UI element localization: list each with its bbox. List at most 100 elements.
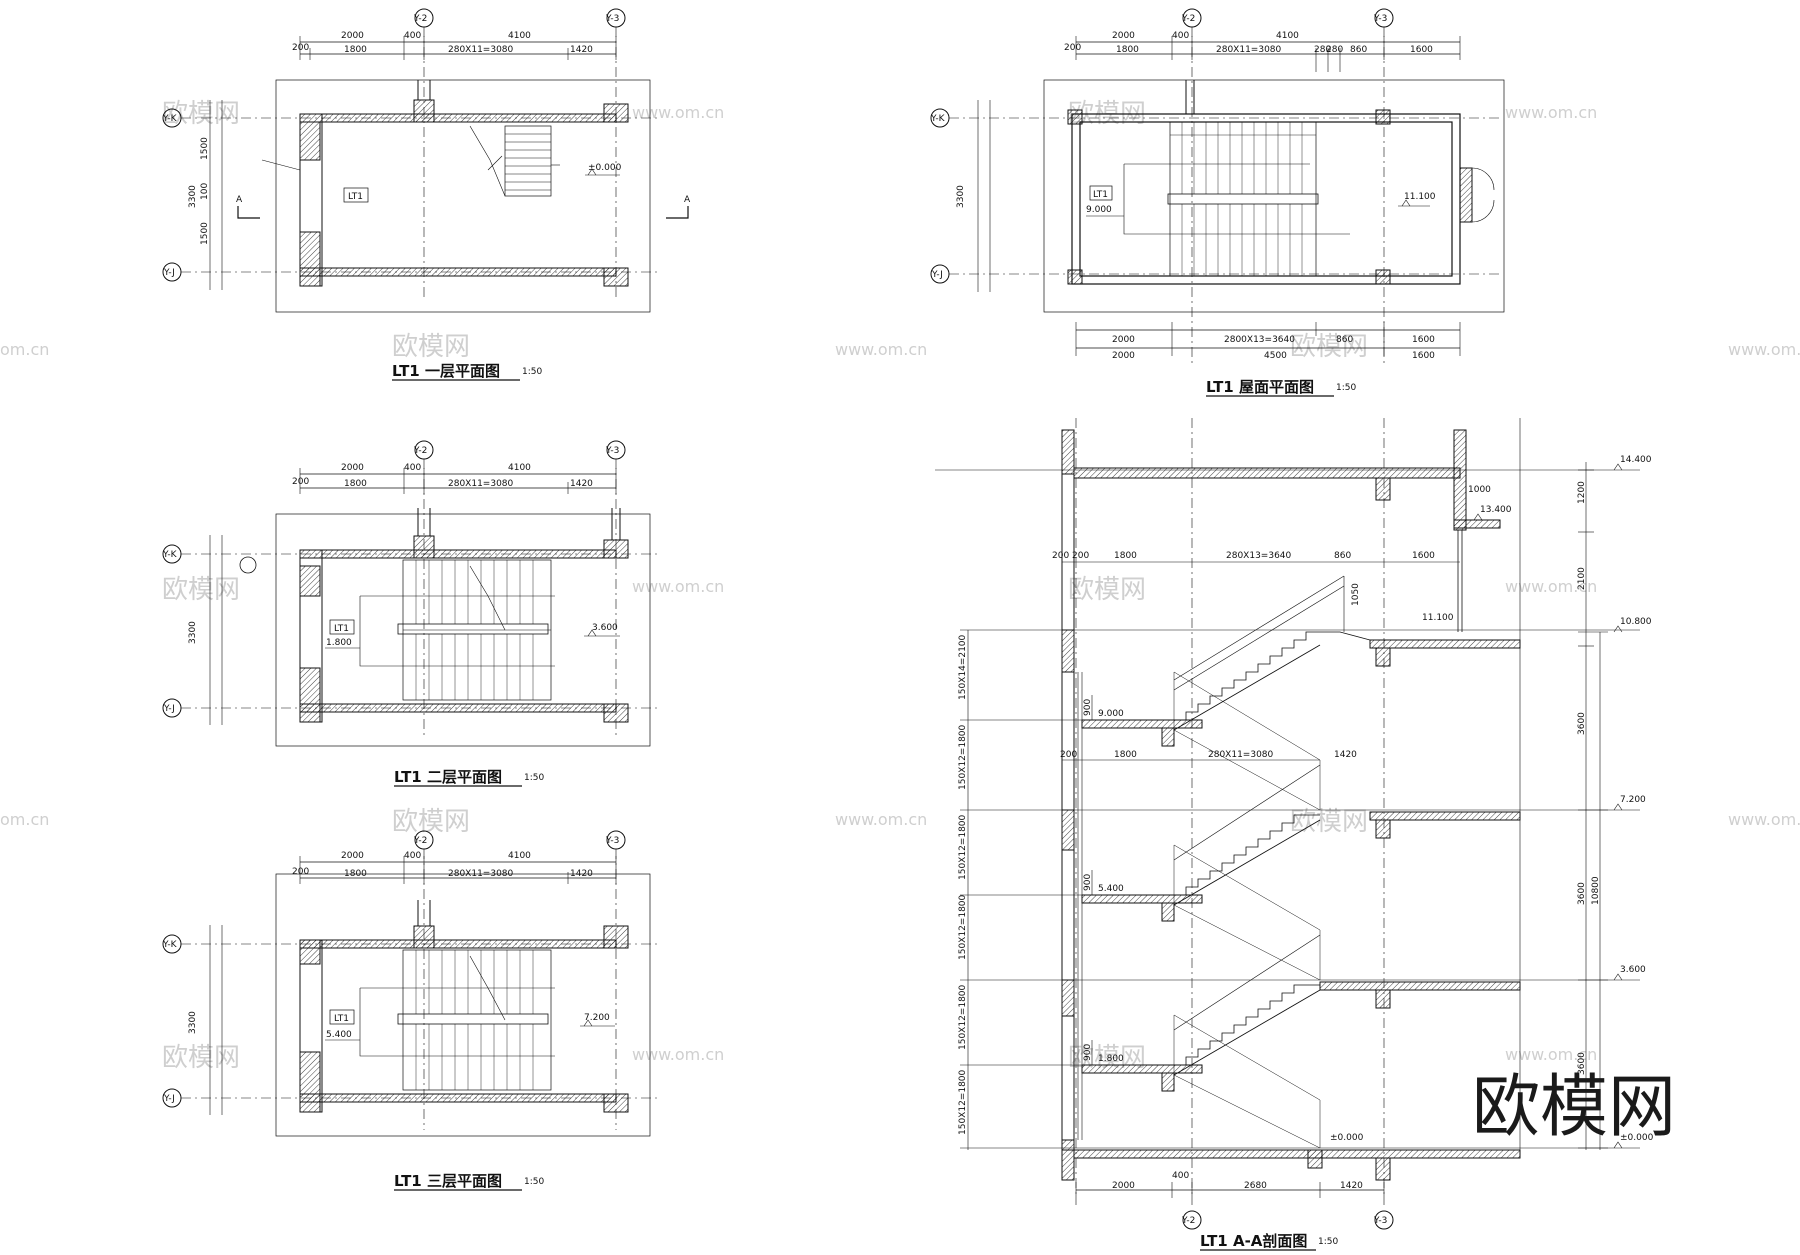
grid-label-left: Y-K [162,550,178,560]
dim-text: 3300 [188,185,198,208]
dim-text: 280X11=3080 [448,869,514,879]
dim-text: 2000 [1112,351,1135,361]
dim-text: 200 [292,867,309,877]
dim-text: 1800 [344,479,367,489]
dim-text: 10800 [1591,876,1601,905]
level-mark: 14.400 [1620,455,1652,465]
dim-text: 280X13=3640 [1226,551,1292,561]
watermark-layer: 欧模网 www.om.cn 欧模网 www.om.cn om.cn 欧模网 ww… [0,99,1800,1073]
grid-bubble [1374,1210,1394,1230]
grid-label-bottom: Y-2 [1181,1216,1195,1226]
dim-text: 1420 [570,479,593,489]
level-mark: 13.400 [1480,505,1512,515]
plan-roof-text: Y-2 Y-3 Y-K Y-J 2000 400 4100 200 1800 2… [930,14,1436,397]
watermark-url: www.om.cn [835,340,927,359]
dim-text: 860 [1336,335,1353,345]
level-mark: 11.100 [1404,192,1436,202]
dim-text: 860 [1334,551,1351,561]
grid-label-left: Y-J [163,704,175,714]
level-mark: 9.000 [1086,205,1112,215]
level-mark: 10.800 [1620,617,1652,627]
drawing-scale: 1:50 [1318,1237,1338,1247]
watermark-url: www.om.cn [632,577,724,596]
dim-text: 1420 [570,45,593,55]
watermark-url: www.om.cn [1728,340,1800,359]
dim-text: 150X12=1800 [958,814,968,880]
dim-text: 4500 [1264,351,1287,361]
dim-text: 1420 [570,869,593,879]
dim-text: 3600 [1577,712,1587,735]
grid-label-left: Y-K [930,114,946,124]
dim-text: 4100 [508,851,531,861]
level-mark: 3.600 [592,623,618,633]
dim-text: 1600 [1412,335,1435,345]
watermark-url: om.cn [0,340,49,359]
dim-text: 1600 [1412,351,1435,361]
level-mark: 7.200 [1620,795,1646,805]
room-tag: LT1 [1093,190,1108,200]
dim-text: 150X12=1800 [958,724,968,790]
room-tag: LT1 [348,192,363,202]
dim-text: 280X11=3080 [448,45,514,55]
dim-text: 1800 [1114,551,1137,561]
watermark-brand: 欧模网 [162,99,240,129]
dim-text: 280 [1314,45,1331,55]
dim-text: 3300 [188,621,198,644]
drawing-scale: 1:50 [524,1177,544,1187]
dim-text: 1600 [1412,551,1435,561]
dim-text: 150X12=1800 [958,894,968,960]
level-mark: 9.000 [1098,709,1124,719]
level-mark: ±0.000 [588,163,622,173]
watermark-url: www.om.cn [835,810,927,829]
dim-text: 280X11=3080 [1208,750,1274,760]
dim-text: 200 [1064,43,1081,53]
dim-text: 200 [1060,750,1077,760]
watermark-url: www.om.cn [632,1045,724,1064]
room-tag: LT1 [334,1014,349,1024]
dim-text: 1600 [1410,45,1433,55]
section-mark: A [236,195,243,205]
dim-text: 400 [404,463,421,473]
dim-text: 150X12=1800 [958,1069,968,1135]
plan-roof [930,8,1505,365]
dim-text: 150X12=1800 [958,984,968,1050]
grid-label-left: Y-J [931,270,943,280]
level-mark: ±0.000 [1330,1133,1364,1143]
grid-label-top: Y-3 [605,836,619,846]
dim-text: 2000 [1112,31,1135,41]
dim-text: 3300 [956,185,966,208]
watermark-url: www.om.cn [1505,103,1597,122]
grid-label-left: Y-J [163,268,175,278]
drawing-scale: 1:50 [524,773,544,783]
watermark-url: www.om.cn [1728,810,1800,829]
dim-text: 2000 [1112,335,1135,345]
level-mark: 11.100 [1422,613,1454,623]
grid-label-top: Y-2 [413,14,427,24]
watermark-brand: 欧模网 [162,1043,240,1073]
dim-text: 860 [1350,45,1367,55]
grid-label-bottom: Y-3 [1373,1216,1387,1226]
dim-text: 4100 [1276,31,1299,41]
dim-text: 200 [292,477,309,487]
watermark-brand: 欧模网 [1290,807,1368,837]
dim-text: 200 [1072,551,1089,561]
level-mark: ±0.000 [1620,1133,1654,1143]
watermark-url: www.om.cn [1505,1045,1597,1064]
dim-text: 2680 [1244,1181,1267,1191]
dim-text: 1800 [344,45,367,55]
dim-text: 4100 [508,463,531,473]
level-mark: 7.200 [584,1013,610,1023]
watermark-brand: 欧模网 [392,332,470,362]
drawing-title: LT1 三层平面图 [394,1172,502,1190]
grid-label-top: Y-3 [1373,14,1387,24]
dim-text: 1000 [1468,485,1491,495]
dim-text: 1200 [1577,481,1587,504]
dim-text: 150X14=2100 [958,634,968,700]
plan-3f-text: Y-2 Y-3 Y-K Y-J 2000 400 4100 200 1800 2… [162,836,619,1191]
plan-2f [162,440,660,747]
dim-text: 3600 [1577,1052,1587,1075]
dim-text: 1050 [1351,583,1361,606]
plan-2f-text: Y-2 Y-3 Y-K Y-J 2000 400 4100 200 1800 2… [162,446,619,787]
drawing-title: LT1 二层平面图 [394,768,502,786]
plan-1f [162,8,689,313]
